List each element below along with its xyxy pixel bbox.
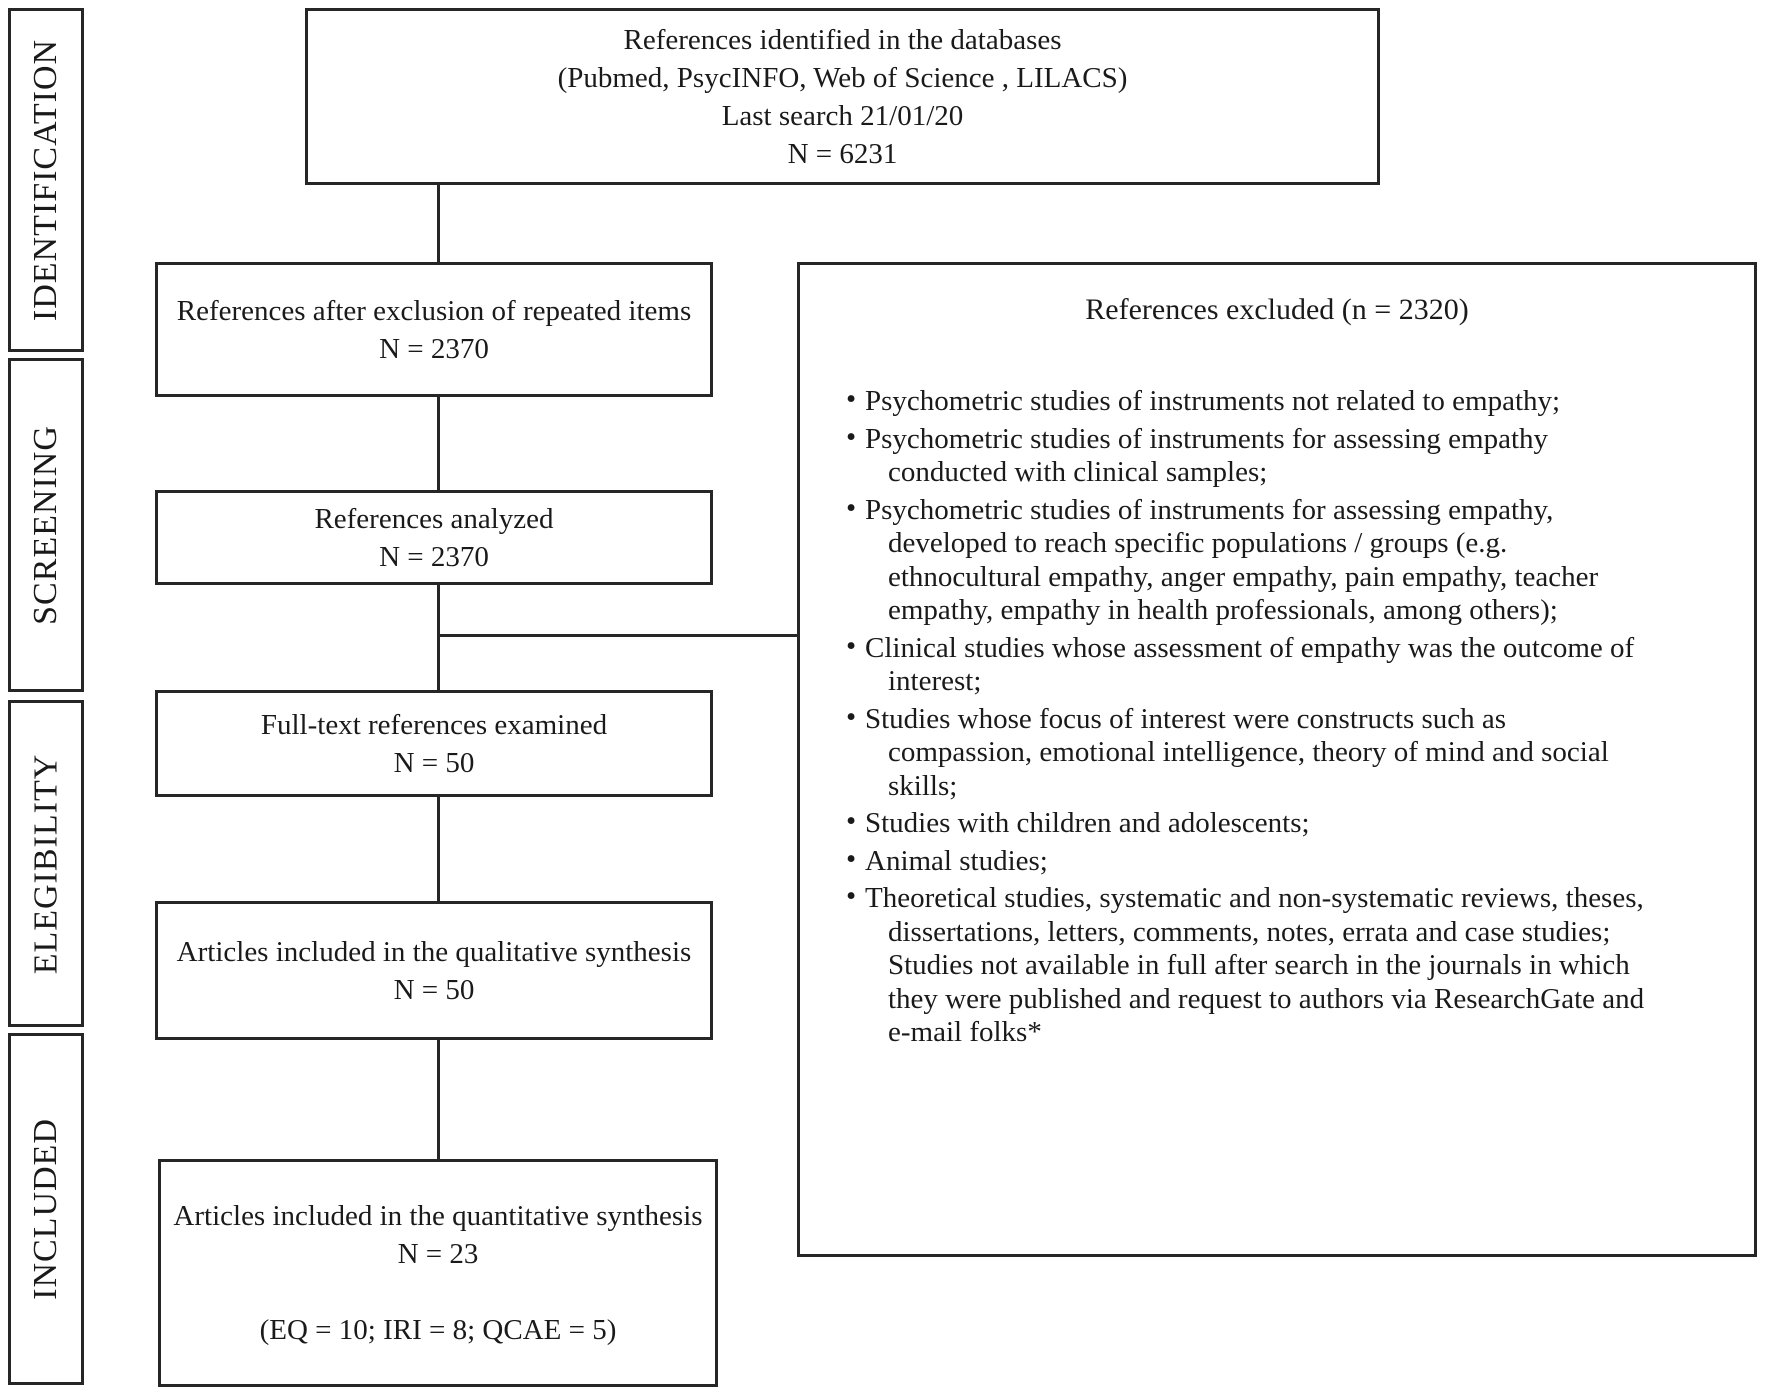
excluded-title: References excluded (n = 2320) bbox=[1085, 293, 1469, 326]
bullet-dot: • bbox=[846, 629, 857, 662]
box-references-identified: References identified in the databases (… bbox=[305, 8, 1380, 185]
excluded-reason-text: Studies with children and adolescents; bbox=[865, 807, 1310, 839]
connector-fulltext-to-qualitative bbox=[437, 797, 440, 901]
excluded-reason-text: Theoretical studies, systematic and non-… bbox=[865, 882, 1645, 1048]
bullet-dot: • bbox=[846, 880, 857, 912]
excluded-reason-text: Animal studies; bbox=[865, 844, 1048, 877]
box-qualitative-synthesis: Articles included in the qualitative syn… bbox=[155, 901, 713, 1040]
box-references-excluded: References excluded (n = 2320) •Psychome… bbox=[797, 262, 1757, 1257]
stage-box-elegibility: ELEGIBILITY bbox=[8, 700, 84, 1027]
bullet-dot: • bbox=[846, 805, 857, 837]
connector-branch-to-excluded bbox=[437, 634, 797, 637]
excluded-reason-item: •Studies whose focus of interest were co… bbox=[800, 700, 1654, 804]
bullet-dot: • bbox=[846, 491, 857, 524]
stage-box-included: INCLUDED bbox=[8, 1033, 84, 1385]
excluded-reason-item: •Psychometric studies of instruments not… bbox=[800, 383, 1654, 419]
excluded-reasons-list: •Psychometric studies of instruments not… bbox=[800, 383, 1754, 1050]
box-references-identified-text: References identified in the databases (… bbox=[557, 23, 1128, 170]
excluded-reason-item: •Psychometric studies of instruments for… bbox=[800, 491, 1654, 628]
bullet-dot: • bbox=[846, 383, 857, 415]
stage-label-screening: SCREENING bbox=[27, 425, 65, 625]
excluded-reason-text: Clinical studies whose assessment of emp… bbox=[865, 631, 1635, 698]
excluded-reason-item: •Clinical studies whose assessment of em… bbox=[800, 629, 1654, 699]
bullet-dot: • bbox=[846, 420, 857, 453]
box-references-analyzed-text: References analyzed N = 2370 bbox=[314, 502, 554, 573]
connector-identified-to-dedup bbox=[437, 185, 440, 262]
excluded-reason-item: •Animal studies; bbox=[800, 842, 1654, 879]
excluded-reason-text: Studies whose focus of interest were con… bbox=[865, 702, 1609, 802]
stage-label-identification: IDENTIFICATION bbox=[27, 38, 64, 322]
bullet-dot: • bbox=[846, 842, 857, 875]
box-quantitative-synthesis: Articles included in the quantitative sy… bbox=[158, 1159, 718, 1387]
excluded-reason-item: •Studies with children and adolescents; bbox=[800, 805, 1654, 841]
box-qualitative-synthesis-text: Articles included in the qualitative syn… bbox=[176, 935, 692, 1006]
connector-dedup-to-analyzed bbox=[437, 397, 440, 490]
excluded-reason-text: Psychometric studies of instruments not … bbox=[865, 385, 1561, 417]
box-quantitative-synthesis-text: Articles included in the quantitative sy… bbox=[173, 1200, 703, 1346]
box-references-after-deduplication-text: References after exclusion of repeated i… bbox=[176, 294, 692, 365]
excluded-reason-text: Psychometric studies of instruments for … bbox=[865, 422, 1549, 489]
box-references-after-deduplication: References after exclusion of repeated i… bbox=[155, 262, 713, 397]
excluded-reason-item: •Psychometric studies of instruments for… bbox=[800, 420, 1654, 490]
stage-label-elegibility: ELEGIBILITY bbox=[27, 753, 65, 974]
stage-label-included: INCLUDED bbox=[27, 1118, 65, 1300]
excluded-reason-item: •Theoretical studies, systematic and non… bbox=[800, 880, 1654, 1050]
box-fulltext-examined: Full-text references examined N = 50 bbox=[155, 690, 713, 797]
excluded-reason-text: Psychometric studies of instruments for … bbox=[865, 493, 1599, 627]
box-references-analyzed: References analyzed N = 2370 bbox=[155, 490, 713, 585]
connector-analyzed-to-fulltext bbox=[437, 585, 440, 690]
box-fulltext-examined-text: Full-text references examined N = 50 bbox=[260, 708, 608, 779]
bullet-dot: • bbox=[846, 700, 857, 733]
connector-qualitative-to-quantitative bbox=[437, 1040, 440, 1159]
stage-box-screening: SCREENING bbox=[8, 358, 84, 692]
stage-box-identification: IDENTIFICATION bbox=[8, 8, 84, 352]
